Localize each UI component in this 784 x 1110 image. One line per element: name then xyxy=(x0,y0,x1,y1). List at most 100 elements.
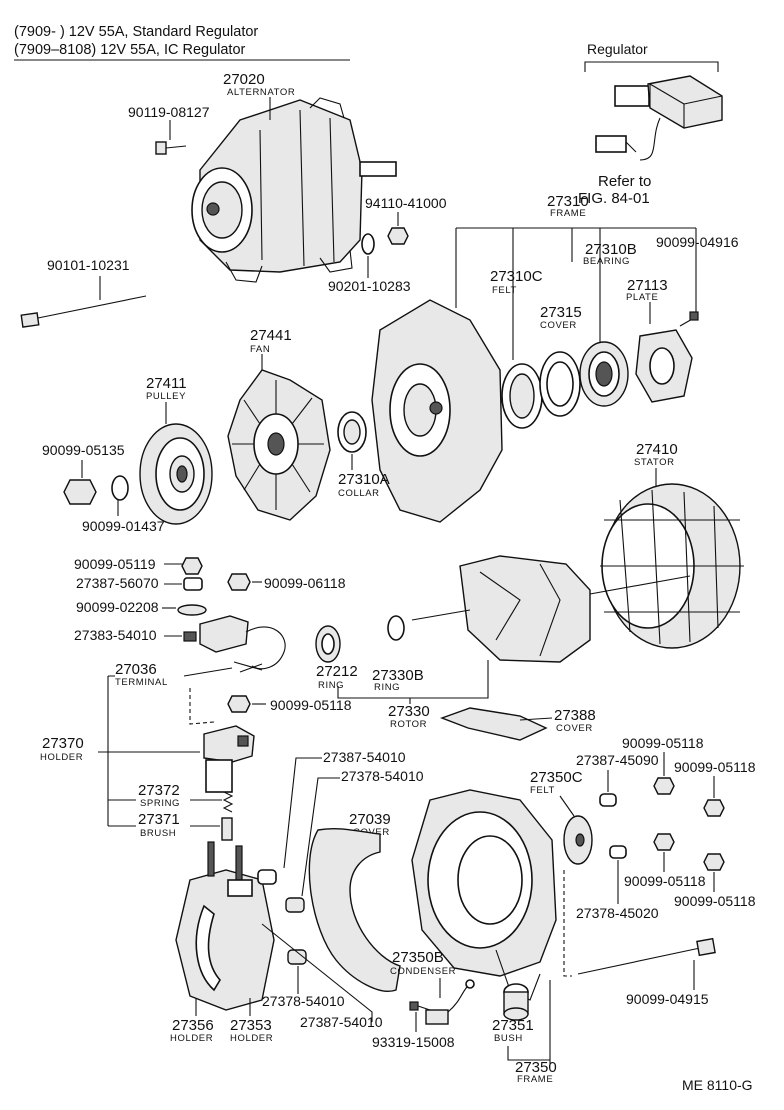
leader-27387-54010-a xyxy=(283,757,322,869)
washer-90201-10283-illustration xyxy=(361,233,375,255)
part-90099-01437-number: 90099-01437 xyxy=(82,518,165,534)
part-27310B-number: 27310B xyxy=(585,241,637,258)
nut-90099-05118-c-illustration xyxy=(703,799,725,817)
part-27356-name: HOLDER xyxy=(170,1033,213,1044)
part-27020-number: 27020 xyxy=(223,71,265,88)
header-line-2: (7909–8108) 12V 55A, IC Regulator xyxy=(14,42,246,58)
part-27330B-number: 27330B xyxy=(372,667,424,684)
through-bolt-90101-10231-illustration xyxy=(20,295,147,328)
part-90099-05118-d-number: 90099-05118 xyxy=(624,873,706,889)
leader-27370-bracket xyxy=(98,675,200,827)
part-27441-name: FAN xyxy=(250,344,270,355)
part-90099-02208-number: 90099-02208 xyxy=(76,599,159,615)
frame-27310-illustration xyxy=(371,299,503,523)
figure-code: ME 8110-G xyxy=(682,1077,753,1093)
regulator-bracket xyxy=(584,61,719,72)
nut-90099-05135-illustration xyxy=(63,479,97,505)
rotor-27330-illustration xyxy=(411,555,691,663)
part-27351-name: BUSH xyxy=(494,1033,523,1044)
brush-27371-illustration xyxy=(221,817,233,841)
part-27310-name: FRAME xyxy=(550,208,586,219)
part-27350-name: FRAME xyxy=(517,1074,553,1085)
leader-27378-54010-a xyxy=(301,777,340,897)
part-27411-number: 27411 xyxy=(146,375,187,392)
part-27371-name: BRUSH xyxy=(140,828,176,839)
part-27039-number: 27039 xyxy=(349,811,391,828)
part-27388-name: COVER xyxy=(556,723,593,734)
part-27372-name: SPRING xyxy=(140,798,180,809)
plate-27113-illustration xyxy=(635,329,693,403)
part-27310A-number: 27310A xyxy=(338,471,390,488)
part-27411-name: PULLEY xyxy=(146,391,186,402)
ring-27212-illustration xyxy=(315,625,341,663)
part-27383-54010-number: 27383-54010 xyxy=(74,627,157,643)
bearing-27310B-illustration xyxy=(579,341,629,407)
part-27350B-name: CONDENSER xyxy=(390,966,456,977)
leader-27388 xyxy=(519,717,553,721)
cover-27039-illustration xyxy=(308,827,401,992)
alternator-assembly-illustration xyxy=(191,97,397,283)
part-27212-name: RING xyxy=(318,680,344,691)
part-27372-number: 27372 xyxy=(138,782,180,799)
spring-27372-illustration xyxy=(222,791,234,813)
part-90101-10231-number: 90101-10231 xyxy=(47,257,130,273)
part-27310C-name: FELT xyxy=(492,285,517,296)
nut-90099-05118-e-illustration xyxy=(703,853,725,871)
part-27020-name: ALTERNATOR xyxy=(227,87,295,98)
part-93319-15008-number: 93319-15008 xyxy=(372,1034,455,1050)
refer-to-line-2: FIG. 84-01 xyxy=(578,190,650,207)
terminal-guide-dashes xyxy=(189,688,215,725)
refer-to-line-1: Refer to xyxy=(598,173,651,190)
part-27036-name: TERMINAL xyxy=(115,677,168,688)
part-27350B-number: 27350B xyxy=(392,949,444,966)
part-27330B-name: RING xyxy=(374,682,400,693)
part-27350C-name: FELT xyxy=(530,785,555,796)
regulator-label: Regulator xyxy=(587,41,648,57)
washer-90099-02208-illustration xyxy=(177,604,207,616)
through-bolt-90099-04915-illustration xyxy=(577,937,716,975)
part-27113-name: PLATE xyxy=(626,292,658,303)
part-27370-number: 27370 xyxy=(42,735,84,752)
part-90099-05118-e-number: 90099-05118 xyxy=(674,893,756,909)
part-27330-name: ROTOR xyxy=(390,719,427,730)
leader-27350 xyxy=(507,980,551,1064)
part-27353-name: HOLDER xyxy=(230,1033,273,1044)
leader-27036 xyxy=(183,667,233,677)
leader-27310-group xyxy=(455,227,697,360)
part-27351-number: 27351 xyxy=(492,1017,534,1034)
part-27410-name: STATOR xyxy=(634,457,675,468)
part-27378-54010-b-number: 27378-54010 xyxy=(262,993,345,1009)
part-90099-05119-number: 90099-05119 xyxy=(74,556,156,572)
part-27441-number: 27441 xyxy=(250,327,292,344)
bushing-27387-54010-a-illustration xyxy=(257,869,277,885)
part-90099-05118-b-number: 90099-05118 xyxy=(622,735,704,751)
part-27410-number: 27410 xyxy=(636,441,678,458)
terminal-27036-illustration xyxy=(199,615,286,673)
nut-90099-05118-a-illustration xyxy=(227,695,251,713)
part-90099-06118-number: 90099-06118 xyxy=(264,575,346,591)
part-27370-name: HOLDER xyxy=(40,752,83,763)
part-90099-05118-c-number: 90099-05118 xyxy=(674,759,756,775)
nut-90099-05118-d-illustration xyxy=(653,833,675,851)
part-90099-04916-number: 90099-04916 xyxy=(656,234,739,250)
screw-90099-04916-illustration xyxy=(679,311,699,327)
fan-27441-illustration xyxy=(227,369,331,521)
insulator-27383-54010-illustration xyxy=(183,631,197,642)
part-27388-number: 27388 xyxy=(554,707,596,724)
part-90099-05135-number: 90099-05135 xyxy=(42,442,125,458)
part-27310C-number: 27310C xyxy=(490,268,543,285)
frame-27350-illustration xyxy=(411,789,557,1001)
part-94110-41000-number: 94110-41000 xyxy=(365,195,447,211)
part-27330-number: 27330 xyxy=(388,703,430,720)
part-90119-08127-number: 90119-08127 xyxy=(128,104,210,120)
rectifier-holders-illustration xyxy=(175,841,275,1011)
part-27315-name: COVER xyxy=(540,320,577,331)
part-27387-56070-number: 27387-56070 xyxy=(76,575,159,591)
nut-90099-05118-b-illustration xyxy=(653,777,675,795)
felt-27350C-illustration xyxy=(563,815,593,865)
screw-93319-15008-illustration xyxy=(409,1001,431,1011)
bushing-27387-56070-illustration xyxy=(183,577,203,591)
part-27350C-number: 27350C xyxy=(530,769,583,786)
